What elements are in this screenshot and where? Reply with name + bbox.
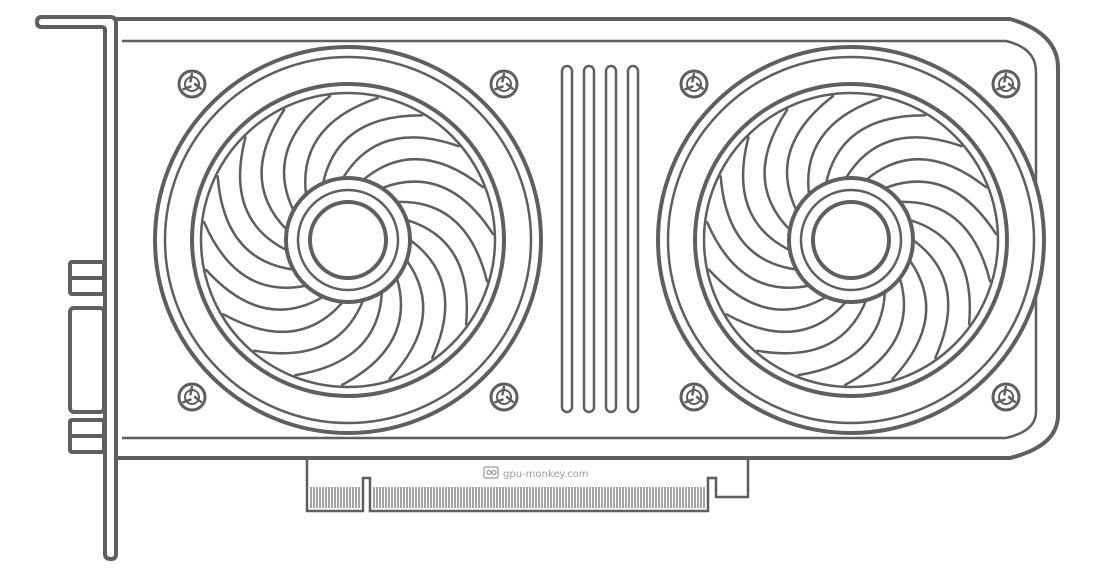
watermark: gpu-monkey.com bbox=[483, 466, 588, 480]
fan-blade bbox=[395, 200, 489, 283]
fan-blade bbox=[785, 94, 835, 212]
screw-icon bbox=[679, 69, 709, 99]
fan-blade bbox=[911, 238, 950, 360]
fan-blade bbox=[883, 180, 998, 236]
fan-hub-cap bbox=[811, 200, 891, 280]
fan-blade bbox=[707, 268, 828, 311]
fan-blade bbox=[340, 276, 403, 387]
gpu-monkey-logo-icon bbox=[483, 466, 499, 479]
fan-blade bbox=[844, 136, 963, 180]
left-fan bbox=[153, 45, 543, 435]
screw-icon bbox=[991, 69, 1021, 99]
fan-blades bbox=[202, 94, 495, 387]
pcie-connector bbox=[305, 455, 750, 513]
fan-blade bbox=[405, 218, 469, 326]
fan-blade bbox=[253, 298, 365, 355]
fan-blade bbox=[908, 218, 972, 326]
right-fan bbox=[656, 45, 1046, 435]
fan-blade bbox=[705, 220, 811, 289]
screw-icon bbox=[489, 69, 519, 99]
screw-icon bbox=[177, 69, 207, 99]
fan-blade bbox=[202, 220, 308, 289]
screws bbox=[177, 69, 1021, 412]
vent-slot bbox=[626, 64, 640, 414]
fan-blade bbox=[763, 108, 792, 232]
fan-blade bbox=[719, 175, 798, 271]
vent-slot bbox=[604, 64, 618, 414]
screw-icon bbox=[679, 382, 709, 412]
fan-blade bbox=[204, 268, 325, 311]
fan-blade bbox=[843, 276, 906, 387]
fan-blade bbox=[303, 96, 379, 196]
fan-blade bbox=[756, 298, 868, 355]
fan-blade bbox=[864, 158, 988, 189]
fan-blade bbox=[797, 290, 887, 377]
vent-slot bbox=[582, 64, 596, 414]
screw-icon bbox=[177, 382, 207, 412]
mounting-bracket bbox=[35, 15, 118, 561]
fan-blade bbox=[898, 200, 992, 283]
fan-blade bbox=[408, 238, 447, 360]
fan-blade bbox=[341, 136, 460, 180]
screw-icon bbox=[991, 382, 1021, 412]
fan-blade bbox=[222, 300, 345, 334]
fan-blade bbox=[891, 258, 928, 381]
fan-blade bbox=[260, 108, 289, 232]
vent-slots bbox=[560, 64, 640, 414]
fan-blade bbox=[294, 290, 384, 377]
fan-blade bbox=[824, 114, 927, 185]
fan-blade bbox=[380, 180, 495, 236]
fan-blade bbox=[238, 136, 289, 252]
screw-icon bbox=[489, 382, 519, 412]
fan-blade bbox=[806, 96, 882, 196]
fan-blade bbox=[725, 300, 848, 334]
fan-blade bbox=[216, 175, 295, 271]
fan-blade bbox=[388, 258, 425, 381]
fan-blade bbox=[361, 158, 485, 189]
fan-blades bbox=[705, 94, 998, 387]
fan-blade bbox=[321, 114, 424, 185]
fan-hub-cap bbox=[308, 200, 388, 280]
vent-slot bbox=[560, 64, 574, 414]
watermark-text: gpu-monkey.com bbox=[503, 469, 588, 480]
fan-blade bbox=[282, 94, 332, 212]
fan-blade bbox=[741, 136, 792, 252]
